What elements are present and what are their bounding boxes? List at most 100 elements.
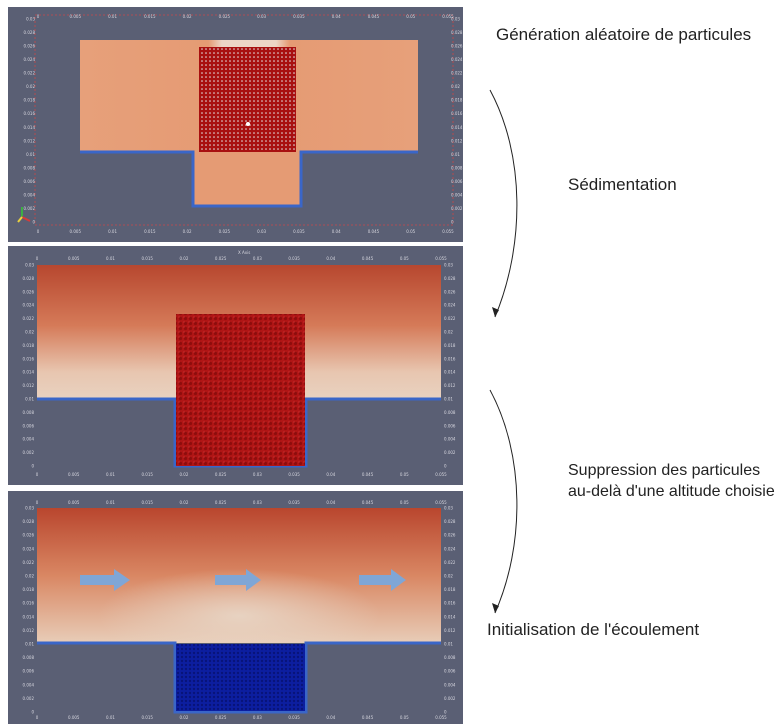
z-tick-label: 0.024 — [23, 546, 35, 551]
step-label-suppression: Suppression des particules au-delà d'une… — [568, 462, 775, 500]
z-tick-label: 0.026 — [451, 44, 463, 49]
z-tick-label: 0.016 — [23, 601, 35, 606]
z-tick-label: 0.022 — [24, 71, 36, 76]
z-tick-label: 0 — [451, 220, 454, 225]
x-tick-label: 0.025 — [219, 14, 231, 19]
x-tick-label: 0.035 — [288, 715, 300, 720]
x-tick-label: 0.03 — [253, 500, 262, 505]
x-tick-label: 0 — [36, 256, 39, 261]
particle-bed-red — [176, 314, 305, 466]
z-tick-label: 0 — [32, 220, 35, 225]
z-tick-label: 0.018 — [23, 343, 35, 348]
z-tick-label: 0 — [31, 710, 34, 715]
x-tick-label: 0 — [36, 715, 39, 720]
z-tick-label: 0.018 — [24, 98, 36, 103]
z-tick-label: 0.014 — [451, 125, 463, 130]
z-tick-label: 0.006 — [23, 423, 35, 428]
z-tick-label: 0.004 — [23, 682, 35, 687]
z-tick-label: 0.02 — [451, 84, 460, 89]
z-tick-label: 0.02 — [25, 574, 34, 579]
curved-arrow-1-icon — [489, 89, 518, 318]
x-tick-label: 0 — [37, 14, 40, 19]
z-tick-label: 0.006 — [444, 669, 456, 674]
z-tick-label: 0.022 — [23, 316, 35, 321]
x-tick-label: 0.025 — [215, 472, 227, 477]
x-tick-label: 0.005 — [68, 715, 80, 720]
z-tick-label: 0.018 — [444, 587, 456, 592]
x-tick-label: 0.045 — [362, 715, 374, 720]
x-tick-label: 0.035 — [288, 472, 300, 477]
x-tick-label: 0 — [36, 472, 39, 477]
z-tick-label: 0.026 — [23, 289, 35, 294]
z-tick-label: 0.018 — [451, 98, 463, 103]
z-tick-label: 0.03 — [25, 263, 34, 268]
z-tick-label: 0.022 — [444, 316, 456, 321]
x-tick-label: 0.055 — [435, 256, 447, 261]
z-tick-label: 0 — [31, 464, 34, 469]
x-tick-label: 0.02 — [183, 229, 192, 234]
z-tick-label: 0.012 — [24, 138, 36, 143]
x-tick-label: 0.015 — [144, 229, 156, 234]
x-tick-label: 0.015 — [141, 715, 153, 720]
z-tick-label: 0.03 — [451, 17, 460, 22]
step-label-sedimentation: Sédimentation — [568, 175, 677, 194]
x-tick-label: 0.03 — [257, 14, 266, 19]
x-tick-label: 0.05 — [406, 14, 415, 19]
x-tick-label: 0.05 — [406, 229, 415, 234]
x-tick-label: 0.035 — [293, 229, 305, 234]
z-tick-label: 0.03 — [444, 506, 453, 511]
x-tick-label: 0.02 — [179, 256, 188, 261]
x-tick-label: 0.04 — [326, 715, 335, 720]
x-tick-label: 0.005 — [68, 500, 80, 505]
x-tick-label: 0.01 — [106, 500, 115, 505]
x-axis-label: X Axis — [238, 250, 250, 255]
z-tick-label: 0.028 — [451, 30, 463, 35]
z-tick-label: 0.002 — [444, 696, 456, 701]
x-tick-label: 0.01 — [106, 256, 115, 261]
z-tick-label: 0.01 — [26, 152, 35, 157]
flow-arrow-icon — [215, 569, 261, 591]
z-tick-label: 0.02 — [444, 330, 453, 335]
z-tick-label: 0.024 — [444, 303, 456, 308]
z-tick-label: 0.018 — [444, 343, 456, 348]
x-tick-label: 0.02 — [179, 715, 188, 720]
step-label-generation: Génération aléatoire de particules — [496, 25, 752, 44]
x-tick-label: 0.045 — [362, 500, 374, 505]
x-tick-label: 0.035 — [288, 256, 300, 261]
x-tick-label: 0.04 — [326, 256, 335, 261]
z-tick-label: 0 — [444, 710, 447, 715]
axes-triad-icon — [17, 207, 31, 223]
z-tick-label: 0.012 — [444, 383, 456, 388]
z-tick-label: 0.028 — [24, 30, 36, 35]
z-tick-label: 0.01 — [25, 642, 34, 647]
z-tick-label: 0.012 — [23, 383, 35, 388]
x-tick-label: 0.025 — [219, 229, 231, 234]
z-tick-label: 0.01 — [451, 152, 460, 157]
z-tick-label: 0.002 — [24, 206, 36, 211]
x-tick-label: 0.04 — [326, 500, 335, 505]
z-tick-label: 0.004 — [444, 682, 456, 687]
z-tick-label: 0.026 — [444, 289, 456, 294]
x-tick-label: 0.025 — [215, 500, 227, 505]
z-tick-label: 0.004 — [444, 437, 456, 442]
x-tick-label: 0.05 — [400, 715, 409, 720]
z-tick-label: 0.026 — [24, 44, 36, 49]
x-tick-label: 0.01 — [108, 14, 117, 19]
cavity — [193, 152, 301, 206]
z-tick-label: 0.012 — [444, 628, 456, 633]
z-tick-label: 0.014 — [444, 370, 456, 375]
x-tick-label: 0.03 — [253, 715, 262, 720]
step-label-flow-init: Initialisation de l'écoulement — [487, 620, 700, 639]
z-tick-label: 0.026 — [444, 533, 456, 538]
z-tick-label: 0.01 — [444, 397, 453, 402]
x-tick-label: 0.02 — [179, 472, 188, 477]
z-tick-label: 0.006 — [23, 669, 35, 674]
x-tick-label: 0.05 — [400, 256, 409, 261]
z-tick-label: 0.024 — [24, 57, 36, 62]
z-tick-label: 0.02 — [444, 574, 453, 579]
z-tick-label: 0.012 — [451, 138, 463, 143]
z-tick-label: 0.016 — [24, 111, 36, 116]
z-tick-label: 0.028 — [23, 276, 35, 281]
panel-3-render: 000.0050.0050.010.010.0150.0150.020.020.… — [23, 500, 456, 720]
